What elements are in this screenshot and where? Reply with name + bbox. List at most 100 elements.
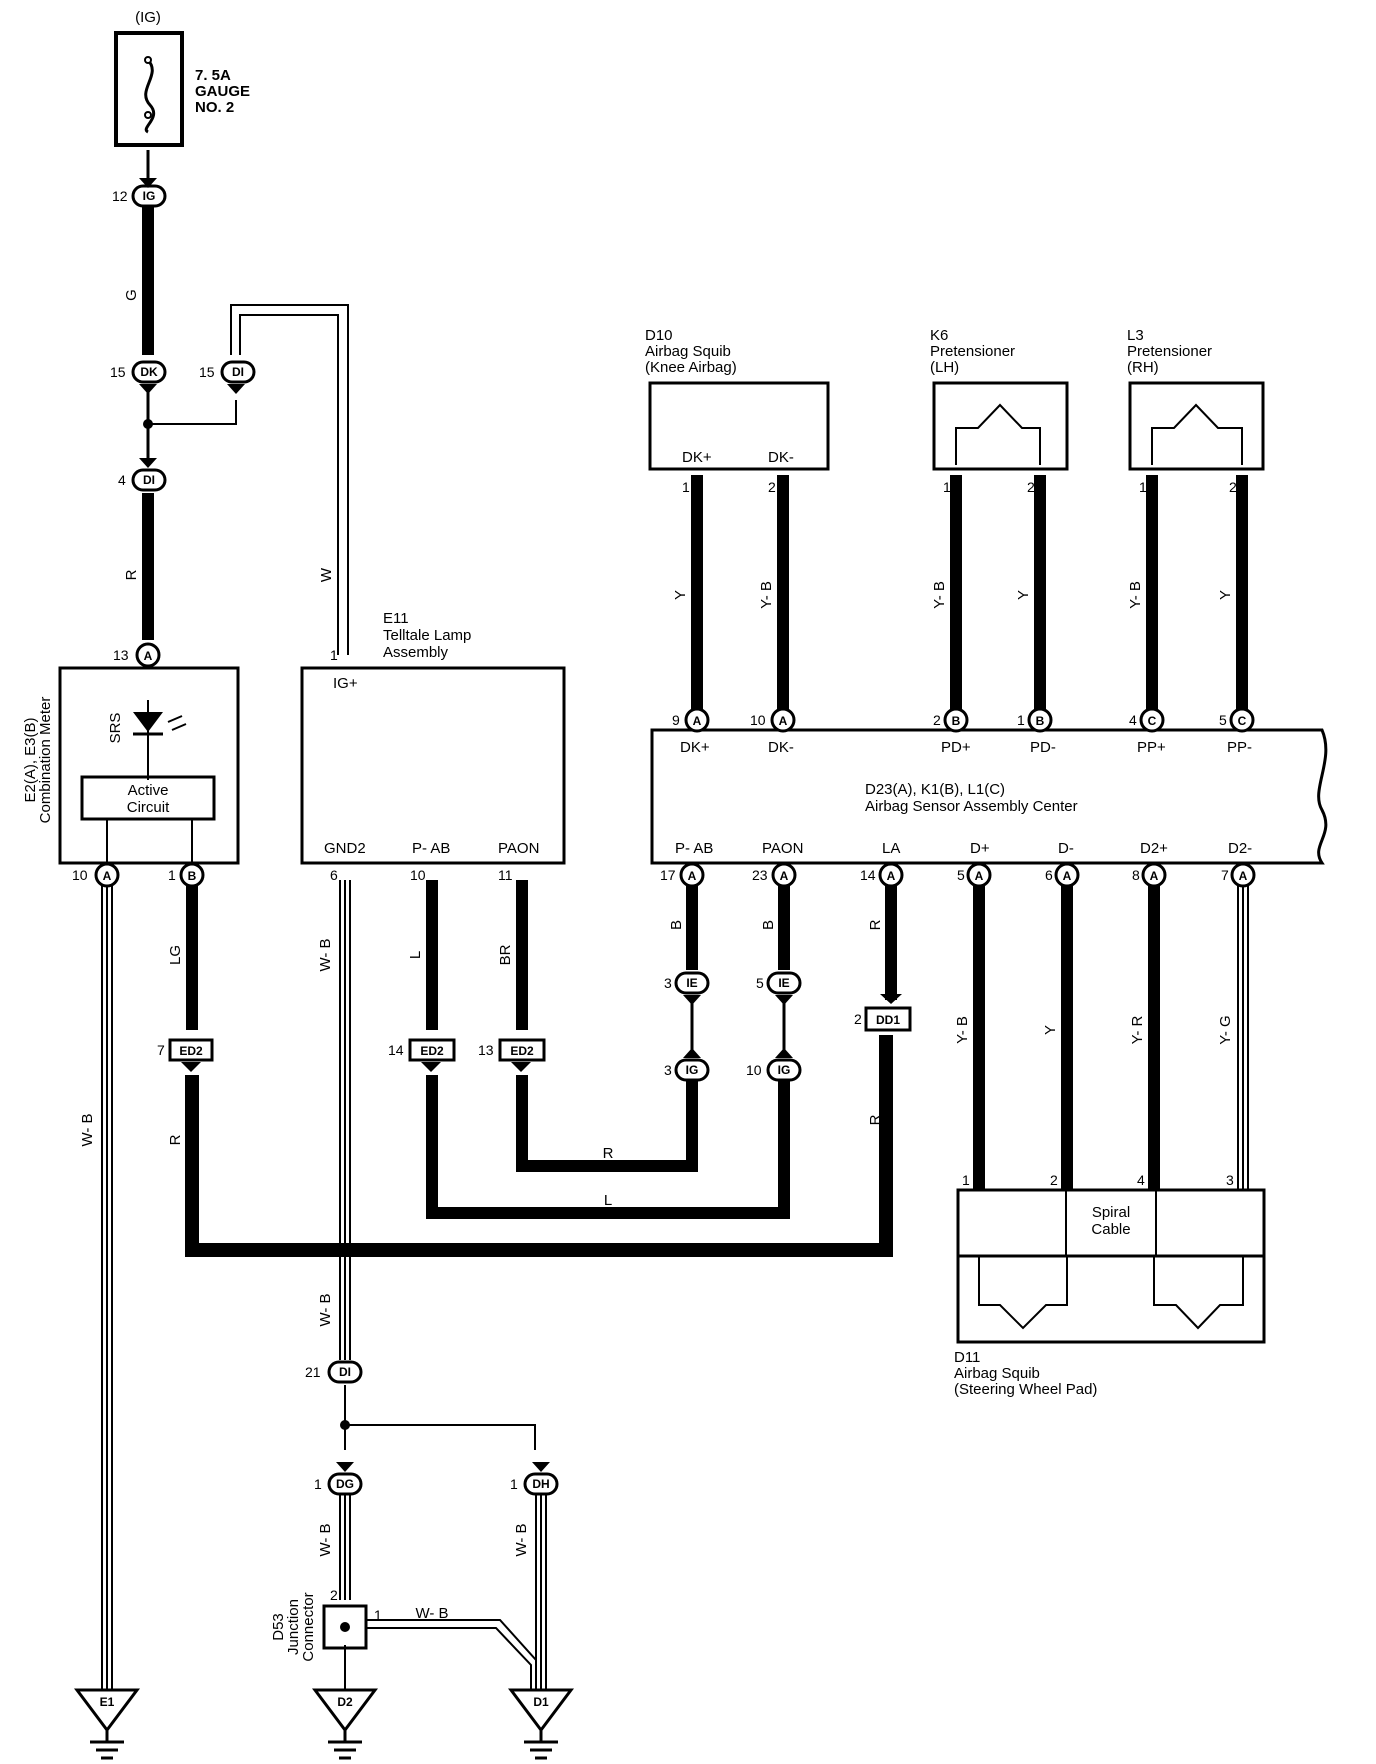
combination-meter: SRS Active Circuit E2(A), E3(B) Combinat…	[22, 666, 240, 865]
label-connectors-a: A	[975, 869, 984, 883]
label-connectors-ig: IG	[778, 1063, 791, 1077]
label-wire_colors-wb: W- B	[317, 1523, 334, 1556]
label-wire_colors-yb: Y- B	[931, 581, 948, 609]
label-pins-p2: 2	[1027, 479, 1035, 495]
pretensioner-lh-name-2: (LH)	[930, 359, 959, 376]
label-pins-p4: 4	[118, 472, 126, 488]
label-pins-p2: 2	[1050, 1172, 1058, 1188]
label-wire_colors-yr: Y- R	[1129, 1016, 1146, 1045]
label-grounds-d1: D1	[533, 1695, 549, 1709]
label-pins-p5: 5	[756, 975, 764, 991]
label-wire_colors-wb: W- B	[317, 938, 334, 971]
connector-e11-pins: 1 6 10 11	[330, 647, 513, 883]
connector-di-mid: DI 4	[118, 468, 167, 492]
junction-connector: D53 Junction Connector	[270, 1592, 368, 1662]
label-connectors-a: A	[693, 714, 702, 728]
label-connectors-a: A	[103, 869, 112, 883]
label-connectors-di: DI	[143, 473, 155, 487]
label-connectors-a: A	[1063, 869, 1072, 883]
pin-ig-plus: IG+	[333, 675, 358, 692]
label-pins-p10: 10	[72, 867, 88, 883]
junction-name-2: Connector	[300, 1592, 317, 1661]
label-pins-p1: 1	[1139, 479, 1147, 495]
label-wire_colors-wb: W- B	[415, 1605, 448, 1622]
meter-id: E2(A), E3(B)	[22, 717, 39, 802]
label-connectors-a: A	[887, 869, 896, 883]
label-connectors-a: A	[780, 869, 789, 883]
label-connectors-a: A	[1239, 869, 1248, 883]
pin-gnd2: GND2	[324, 840, 366, 857]
sensor-pin-dk-plus: DK+	[680, 739, 710, 756]
label-pins-p1: 1	[962, 1172, 970, 1188]
label-wire_colors-w: W	[318, 567, 335, 582]
connector-sensor-d2-minus: A 7	[1221, 862, 1256, 888]
connector-ed2-3: ED2 13	[478, 1038, 546, 1062]
pin-dk-minus-top: DK-	[768, 449, 794, 466]
meter-name: Combination Meter	[37, 697, 54, 824]
label-connectors-dh: DH	[532, 1477, 549, 1491]
label-pins-p23: 23	[752, 867, 768, 883]
label-pins-p3: 3	[664, 975, 672, 991]
top-pin-numbers: 1 2 1 2 1 2	[682, 479, 1237, 495]
label-pins-p5: 5	[1219, 712, 1227, 728]
label-wire_colors-y: Y	[672, 590, 689, 600]
chevrons	[139, 178, 902, 1472]
label-connectors-c: C	[1148, 714, 1157, 728]
label-connectors-ie: IE	[778, 976, 789, 990]
telltale-name-2: Assembly	[383, 644, 449, 661]
connector-ig-2: IG 10	[746, 1058, 802, 1082]
label-wire_colors-wb: W- B	[513, 1523, 530, 1556]
steering-squib-name-1: Airbag Squib	[954, 1365, 1040, 1382]
label-pins-p9: 9	[672, 712, 680, 728]
label-pins-p1: 1	[168, 867, 176, 883]
label-wire_colors-wb: W- B	[79, 1113, 96, 1146]
sensor-pin-pd-minus: PD-	[1030, 739, 1056, 756]
spiral-label-1: Spiral	[1092, 1204, 1130, 1221]
label-connectors-a: A	[688, 869, 697, 883]
connector-ed2-2: ED2 14	[388, 1038, 456, 1062]
srs-label: SRS	[107, 713, 124, 744]
pretensioner-rh-name-2: (RH)	[1127, 359, 1159, 376]
sensor-name: Airbag Sensor Assembly Center	[865, 798, 1078, 815]
label-pins-p13: 13	[478, 1042, 494, 1058]
label-wire_colors-r: R	[167, 1134, 184, 1145]
connector-ed2-1: ED2 7	[157, 1038, 214, 1062]
label-pins-p15: 15	[110, 364, 126, 380]
label-connectors-b: B	[188, 869, 197, 883]
connector-sensor-d-minus: A 6	[1045, 862, 1080, 888]
label-pins-p1: 1	[1017, 712, 1025, 728]
fuse: (IG) 7. 5A GAUGE NO. 2	[114, 9, 250, 147]
sensor-id: D23(A), K1(B), L1(C)	[865, 781, 1005, 798]
label-wire_colors-lg: LG	[167, 945, 184, 965]
label-connectors-dk: DK	[140, 365, 158, 379]
sensor-pin-paon: PAON	[762, 840, 803, 857]
label-pins-p2: 2	[1229, 479, 1237, 495]
label-wire_colors-b: B	[668, 920, 685, 930]
connector-dd1: DD1 2	[854, 1006, 912, 1032]
pin-paon: PAON	[498, 840, 539, 857]
label-pins-p1: 1	[682, 479, 690, 495]
label-pins-p3: 3	[1226, 1172, 1234, 1188]
label-pins-p2: 2	[854, 1011, 862, 1027]
pretensioner-lh-id: K6	[930, 327, 948, 344]
label-pins-p7: 7	[1221, 867, 1229, 883]
label-pins-p17: 17	[660, 867, 676, 883]
label-wire_colors-r: R	[867, 919, 884, 930]
label-pins-p6: 6	[1045, 867, 1053, 883]
telltale-name-1: Telltale Lamp	[383, 627, 471, 644]
pretensioner-lh-name-1: Pretensioner	[930, 343, 1015, 360]
label-wire_colors-r: R	[867, 1114, 884, 1125]
sensor-pin-d2-minus: D2-	[1228, 840, 1252, 857]
junction-name-1: Junction	[285, 1599, 302, 1655]
connector-dh: DH 1	[510, 1472, 559, 1496]
label-wire_colors-y: Y	[1015, 590, 1032, 600]
connector-sensor-d2-plus: A 8	[1132, 862, 1167, 888]
telltale-lamp: E11 Telltale Lamp Assembly IG+ GND2 P- A…	[300, 610, 566, 865]
label-pins-p1: 1	[374, 1607, 382, 1623]
spiral-label-2: Cable	[1091, 1221, 1130, 1238]
label-pins-p5: 5	[957, 867, 965, 883]
connector-sensor-top-pp-minus: C 5	[1219, 707, 1255, 733]
label-pins-p1: 1	[943, 479, 951, 495]
fuse-name-2: NO. 2	[195, 99, 234, 116]
